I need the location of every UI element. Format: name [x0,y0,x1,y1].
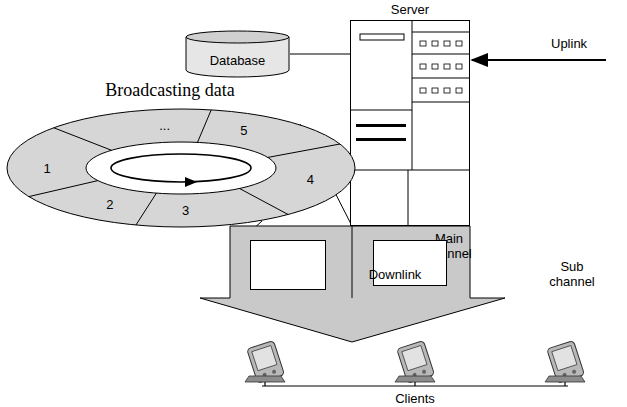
segment-number: 2 [106,197,113,212]
database-cylinder: Database [185,30,290,78]
ring-outline [5,108,357,228]
node-heading: Broadcasting data [105,82,234,98]
segment-number: ... [159,118,170,133]
client-bus [262,382,568,386]
clients-label-box: Clients [385,389,445,407]
channel-box: Main channel [250,240,326,290]
pda-icon [545,340,585,383]
node-text: Sub channel [536,259,608,289]
link-label: Uplink [551,36,587,51]
node-text: Database [210,53,266,68]
segment-number: 4 [307,172,314,187]
pda-icon [245,340,285,383]
downlink-arrow: Main channelSub channelDownlink [200,226,505,342]
pda-icon [395,340,435,383]
node-heading: Downlink [369,267,422,283]
node-text: Clients [395,391,435,406]
node-heading: Server [391,2,429,18]
broadcast-ring: Broadcasting data [5,108,357,228]
segment-number: 3 [182,203,189,218]
uplink-arrow [472,59,606,61]
connector-line [290,53,350,54]
segment-number: 1 [43,161,50,176]
server-box: Server [350,20,470,226]
server-outline [350,20,470,226]
segment-number: 5 [240,123,247,138]
